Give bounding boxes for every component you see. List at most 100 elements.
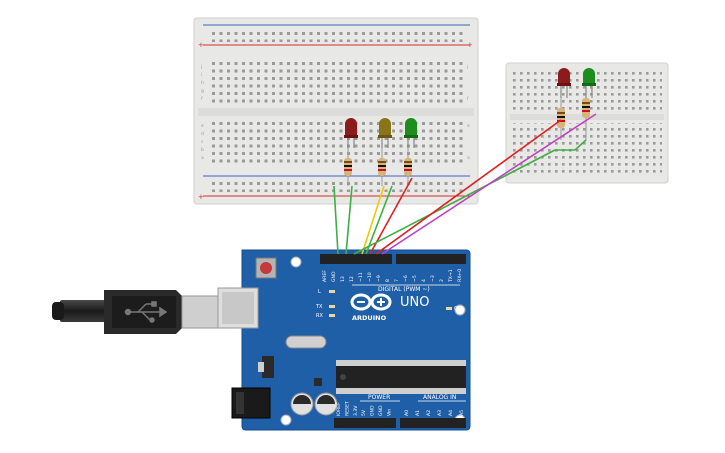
wire-magenta-long[interactable]: [381, 113, 597, 255]
analog-header-label: ANALOG IN: [423, 394, 456, 401]
digital-pin-label: ~9: [376, 275, 382, 282]
capacitor-2: [314, 392, 338, 416]
digital-pin-label: ~5: [412, 275, 418, 282]
row-letter: f: [467, 96, 469, 102]
resistor-small-1[interactable]: [557, 98, 565, 140]
wire-green-1[interactable]: [333, 185, 339, 255]
model-label: UNO: [400, 295, 429, 310]
bottom-power-rail: +: [198, 175, 470, 201]
digital-pin-label: 2: [439, 279, 445, 282]
led-tx-label: TX: [315, 304, 323, 310]
resistor-3[interactable]: [404, 148, 412, 186]
digital-pin-label: 7: [394, 279, 400, 282]
row-letters: j i h g f e d c b a j f e a: [200, 64, 470, 161]
led-yellow[interactable]: [378, 118, 392, 148]
digital-pin-label: 13: [340, 276, 346, 282]
capacitor-1: [290, 392, 314, 416]
breadboard-small[interactable]: [505, 62, 669, 184]
row-letter: c: [201, 140, 204, 145]
digital-header-label: DIGITAL (PWM ~): [378, 286, 430, 293]
digital-pin-label: TX→1: [448, 269, 454, 283]
power-jack[interactable]: [231, 387, 271, 419]
wire-green-2[interactable]: [345, 185, 353, 255]
led-red[interactable]: [344, 118, 358, 148]
digital-pin-label: AREF: [322, 270, 328, 282]
analog-pin-label: A1: [415, 410, 421, 416]
crystal: [285, 335, 327, 349]
led-rx-label: RX: [316, 313, 323, 319]
power-pin-label: IOREF: [336, 402, 342, 416]
analog-pin-label: A3: [437, 410, 443, 416]
digital-pin-label: ~10: [367, 272, 373, 282]
wire-yellow[interactable]: [361, 185, 385, 255]
row-letter: h: [201, 80, 204, 86]
row-letter: e: [467, 124, 470, 129]
power-pin-label: GND: [378, 405, 384, 416]
usb-cable[interactable]: [52, 290, 219, 334]
rail-plus-label-bottom: +: [198, 193, 204, 201]
digital-pin-label: ~6: [403, 275, 409, 282]
row-letter: j: [466, 64, 468, 70]
wire-green-long[interactable]: [353, 149, 556, 255]
power-pin-label: RESET: [344, 401, 350, 416]
led-green[interactable]: [404, 118, 418, 148]
digital-header[interactable]: [320, 254, 466, 264]
led-l-label: L: [318, 289, 321, 295]
center-channel: [198, 108, 474, 116]
terminal-strip-bottom: [212, 120, 466, 164]
digital-pin-label: 8: [385, 279, 391, 282]
resistor-2[interactable]: [378, 148, 386, 186]
on-label: ON: [454, 306, 462, 312]
row-letter: f: [201, 96, 203, 102]
small-component: [314, 378, 322, 386]
power-pin-label: Vin: [386, 409, 392, 416]
wire-green-small[interactable]: [555, 139, 587, 151]
led-red-small[interactable]: [557, 68, 571, 98]
breadboard-main[interactable]: + + + j i h g f e d c b a: [193, 17, 479, 205]
top-power-rail: + +: [198, 24, 473, 49]
row-letter: a: [467, 156, 470, 161]
led-green-small[interactable]: [582, 68, 596, 98]
resistor-1[interactable]: [344, 148, 352, 186]
arduino-logo: [350, 293, 392, 311]
wire-green-3[interactable]: [365, 185, 393, 255]
onboard-leds: L TX RX ON: [315, 289, 462, 319]
voltage-regulator: [258, 356, 274, 378]
usb-icon: [124, 301, 168, 323]
usb-port[interactable]: [217, 287, 259, 329]
row-letter: i: [201, 72, 202, 78]
brand-label: ARDUINO: [352, 314, 387, 322]
wires: [333, 113, 597, 255]
power-pin-label: GND: [370, 405, 376, 416]
row-letter: b: [201, 147, 204, 153]
rail-plus-label-right: +: [467, 41, 473, 49]
analog-pin-label: A5: [459, 410, 465, 416]
resistor-small-2[interactable]: [582, 98, 590, 140]
row-letter: d: [201, 131, 204, 137]
power-header-label: POWER: [368, 394, 390, 401]
row-letter: j: [200, 64, 202, 70]
terminal-strip-top: [212, 60, 466, 104]
power-pin-label: 5V: [361, 409, 367, 416]
digital-pin-label: RX←0: [457, 269, 463, 282]
atmega-chip: [336, 360, 466, 394]
analog-header[interactable]: [400, 418, 466, 428]
wire-red-long[interactable]: [375, 119, 562, 255]
digital-pin-label: 12: [349, 276, 355, 282]
power-header[interactable]: [334, 418, 396, 428]
row-letter: g: [201, 89, 204, 94]
reset-button[interactable]: [255, 257, 277, 279]
digital-pin-label: GND: [331, 271, 337, 282]
row-letter: e: [201, 124, 204, 129]
rail-plus-label: +: [198, 41, 204, 49]
row-letter: a: [201, 156, 204, 161]
analog-pin-label: A0: [404, 410, 410, 416]
digital-pin-label: ~3: [430, 275, 436, 282]
analog-pin-label: A2: [426, 410, 432, 416]
power-pin-label: 3.3V: [353, 405, 359, 416]
